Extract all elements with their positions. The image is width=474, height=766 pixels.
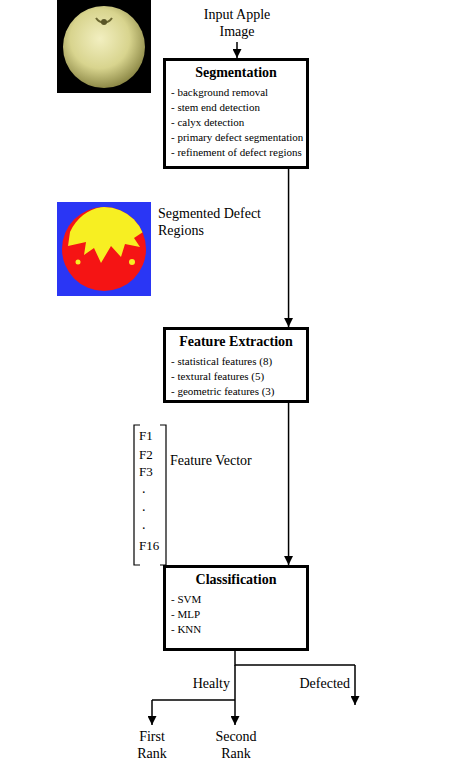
defect-region [129,259,135,265]
box-item: - geometric features (3) [166,384,306,399]
process-box: Classification - SVM- MLP- KNN [163,565,309,651]
box-item: - refinement of defect regions [166,145,306,160]
segmented-apple [62,207,146,291]
vector-element: F16 [139,537,165,554]
branch-line [152,665,235,700]
box-item: - background removal [166,85,306,100]
vector-ellipsis: . [142,498,162,515]
apple-photo [63,6,145,88]
vector-element: F3 [139,463,165,480]
box-item: - stem end detection [166,100,306,115]
vector-element: F1 [139,427,165,444]
input-label: Input Apple Image [192,6,282,40]
branch-line [235,651,355,665]
connector-label: Segmented Defect Regions [158,205,276,239]
process-box: Segmentation - background removal- stem e… [163,58,309,169]
rank-arrow [151,700,153,725]
process-box: Feature Extraction - statistical features… [163,327,309,403]
input-arrow [236,42,238,58]
flow-arrow [288,169,290,327]
defected-arrow [354,665,356,705]
box-item: - KNN [166,622,306,637]
apple-photo-background [57,0,151,93]
vector-ellipsis: . [142,480,162,497]
vector-bracket [160,425,166,565]
box-item: - SVM [166,592,306,607]
box-heading: Segmentation [166,61,306,82]
rank-arrow [234,700,236,725]
connector-label: Feature Vector [170,452,282,469]
output-label: First Rank [128,728,176,762]
branch-label: Healty [174,675,230,692]
box-item: - statistical features (8) [166,354,306,369]
segmented-image-background [57,202,151,296]
box-item: - calyx detection [166,115,306,130]
vector-ellipsis: . [142,516,162,533]
box-heading: Feature Extraction [166,330,306,351]
box-item: - primary defect segmentation [166,130,306,145]
branch-label: Defected [280,675,350,692]
box-item: - MLP [166,607,306,622]
box-heading: Classification [166,568,306,589]
defect-region [76,260,81,265]
vector-element: F2 [139,446,165,463]
defect-region [68,206,146,263]
apple-calyx [101,19,107,25]
box-item: - textural features (5) [166,369,306,384]
output-label: Second Rank [208,728,264,762]
flow-arrow [288,403,290,565]
